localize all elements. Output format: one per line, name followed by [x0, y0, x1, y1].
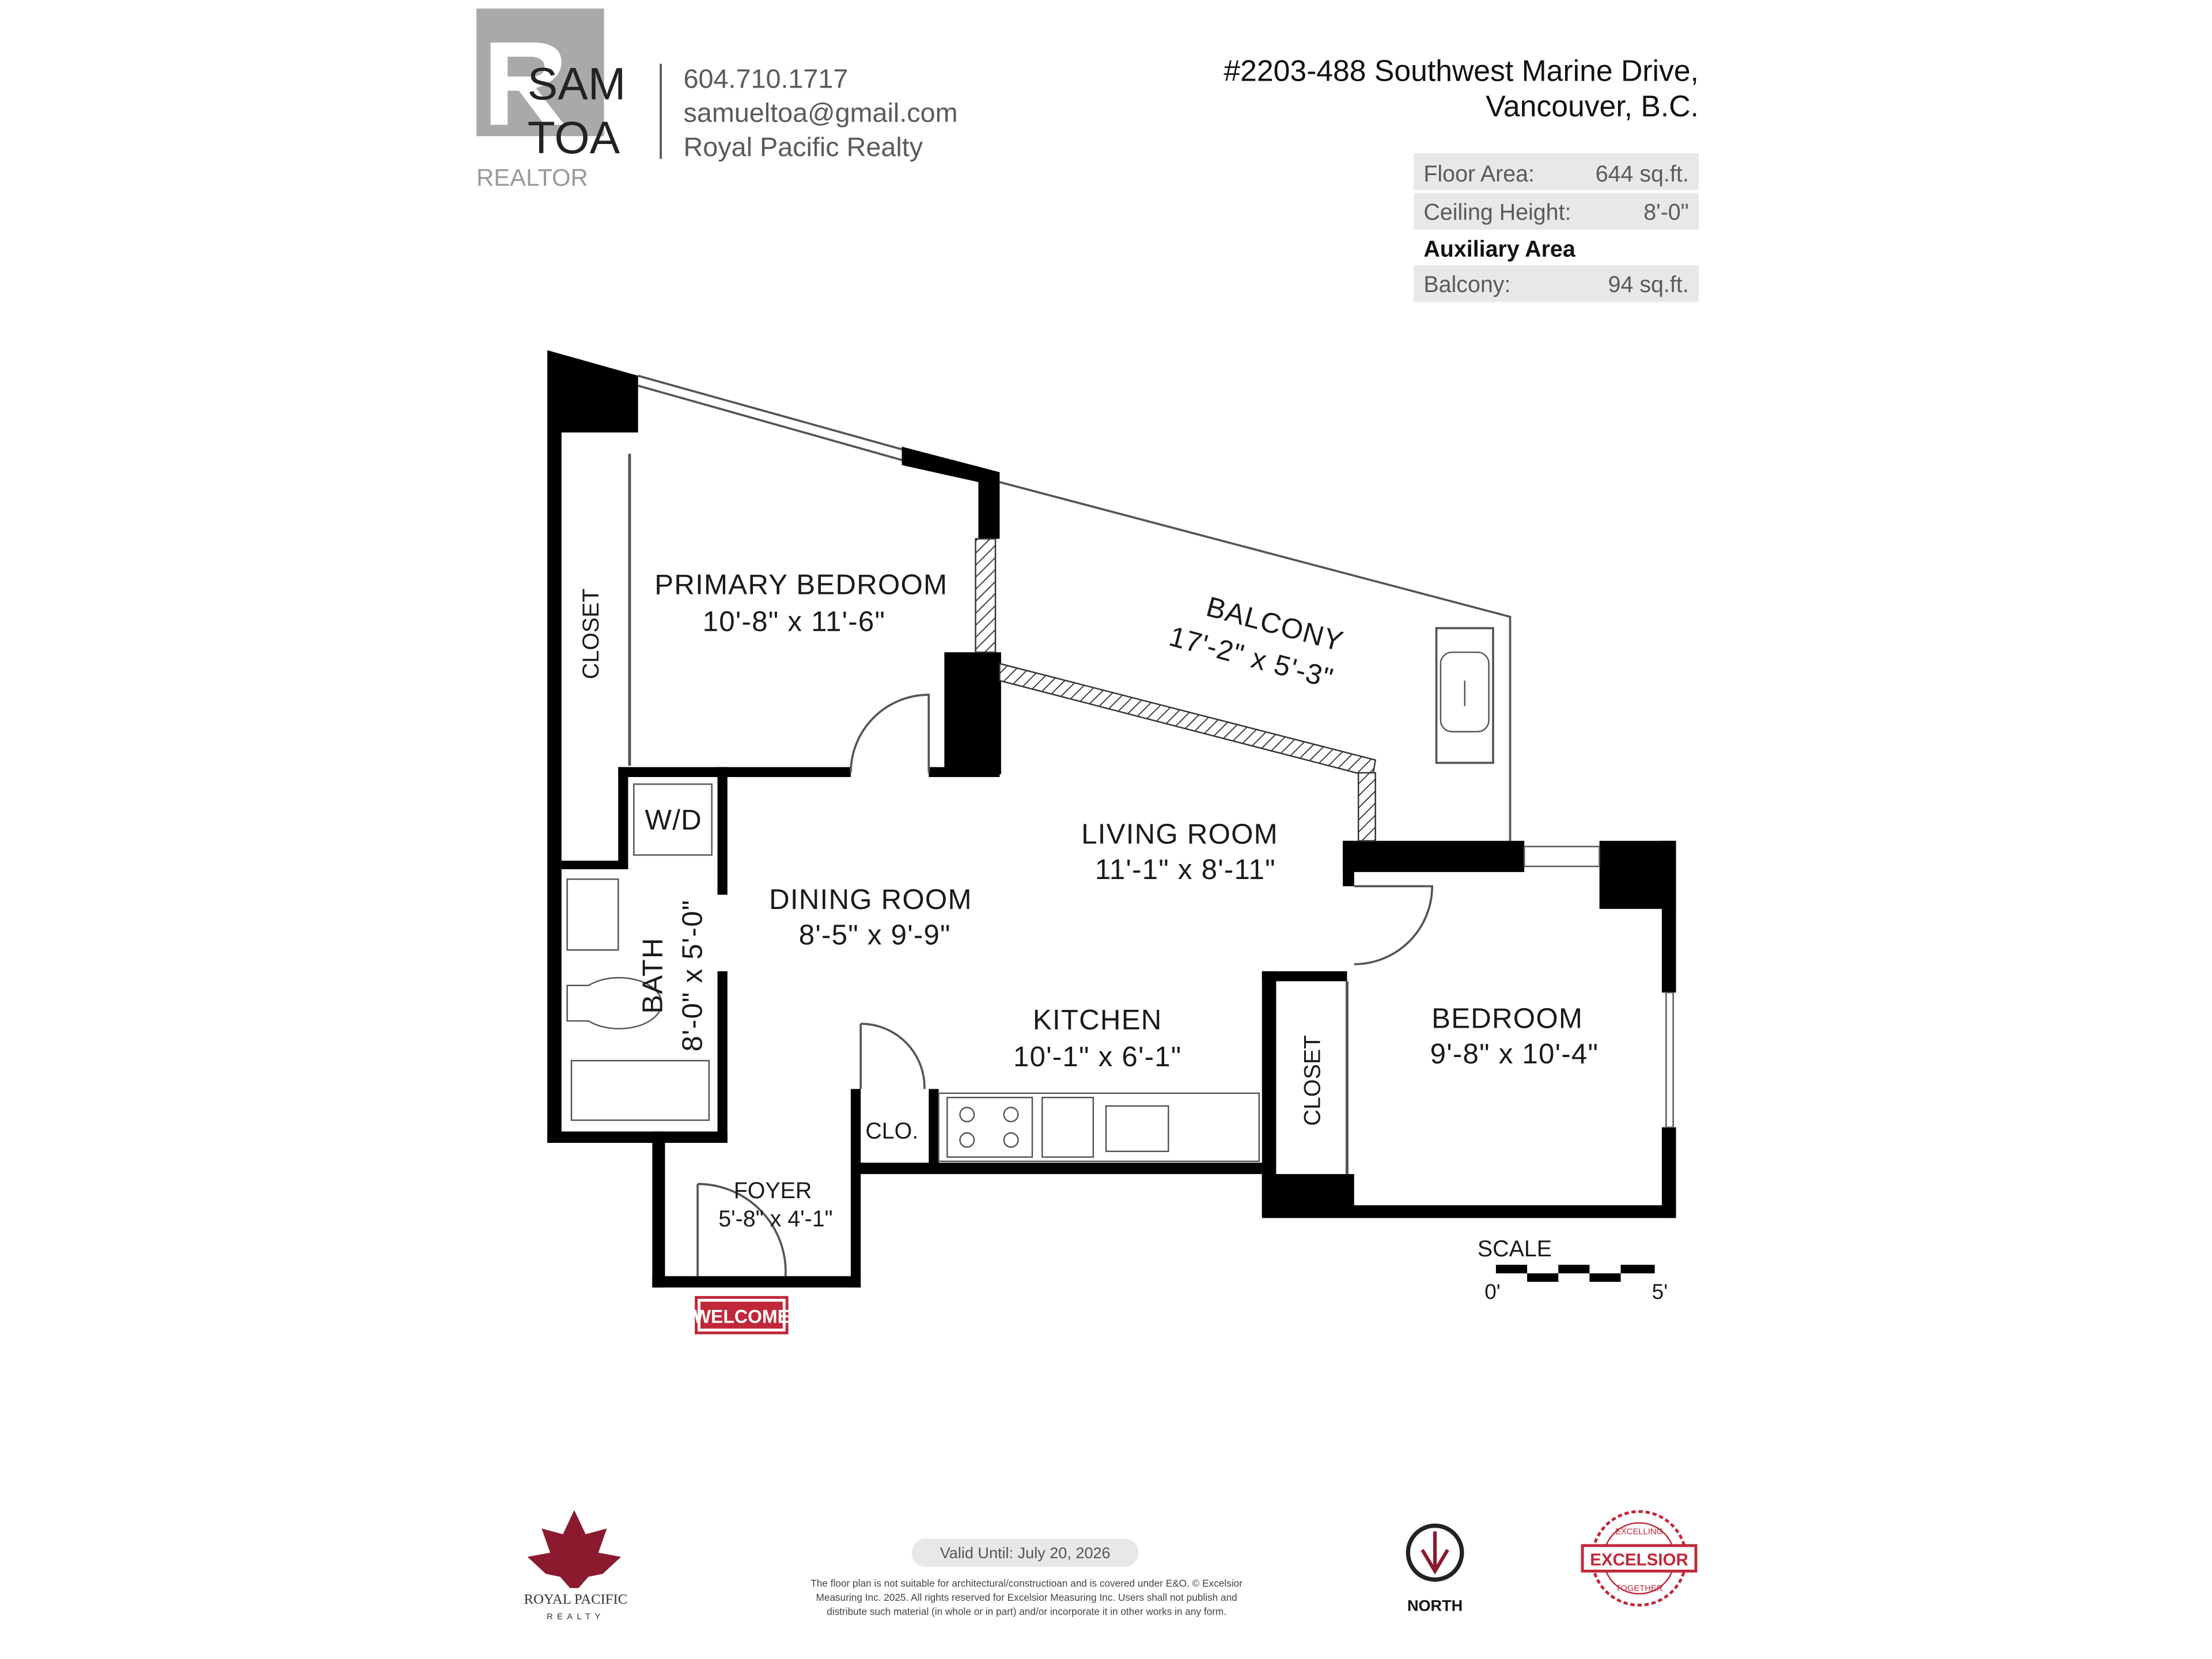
door-closet: [859, 1022, 926, 1089]
north-arrow-icon: NORTH: [1406, 1523, 1464, 1614]
balcony-area-value: 94 sq.ft.: [1608, 272, 1689, 297]
address-line2: Vancouver, B.C.: [1486, 89, 1699, 123]
agent-phone[interactable]: 604.710.1717: [683, 64, 848, 94]
room-name-bedroom: BEDROOM: [1431, 1003, 1583, 1035]
kitchen-sink-icon: [1105, 1105, 1169, 1152]
svg-text:TOGETHER: TOGETHER: [1616, 1584, 1663, 1593]
floor-plan: PRIMARY BEDROOM 10'-8" x 11'-6" BALCONY …: [547, 350, 1676, 1335]
room-name-primary-bedroom: PRIMARY BEDROOM: [654, 569, 948, 600]
sink-icon: [566, 878, 619, 951]
room-dims-bath: 8'-0" x 5'-0": [676, 900, 708, 1052]
agent-logo: SAM TOA REALTOR: [476, 8, 626, 191]
svg-text:Measuring Inc. 2025. All right: Measuring Inc. 2025. All rights reserved…: [816, 1592, 1237, 1603]
disclaimer: The floor plan is not suitable for archi…: [810, 1577, 1243, 1617]
svg-text:SCALE: SCALE: [1478, 1236, 1552, 1262]
label-closet-bedroom: CLOSET: [1300, 1035, 1325, 1126]
room-name-dining-room: DINING ROOM: [769, 884, 972, 915]
svg-text:The floor plan is not suitable: The floor plan is not suitable for archi…: [810, 1577, 1243, 1589]
stove-icon: [946, 1097, 1033, 1158]
room-dims-dining-room: 8'-5" x 9'-9": [799, 919, 951, 950]
agent-name-line2: TOA: [528, 112, 620, 163]
door-entry: [696, 1183, 787, 1277]
svg-text:ROYAL PACIFIC: ROYAL PACIFIC: [524, 1592, 627, 1607]
room-name-kitchen: KITCHEN: [1033, 1004, 1162, 1036]
agent-brokerage: Royal Pacific Realty: [683, 132, 923, 162]
area-table: Floor Area: 644 sq.ft. Ceiling Height: 8…: [1414, 153, 1699, 302]
svg-text:REALTY: REALTY: [547, 1612, 605, 1622]
valid-until-badge: [911, 1538, 1139, 1567]
address-line1: #2203-488 Southwest Marine Drive,: [1224, 54, 1699, 87]
svg-text:EXCELSIOR: EXCELSIOR: [1590, 1551, 1688, 1570]
ceiling-height-value: 8'-0": [1643, 200, 1688, 225]
excelsior-stamp: EXCELSIOR EXCELLING TOGETHER: [1581, 1510, 1698, 1607]
royal-pacific-logo: ROYAL PACIFIC REALTY: [524, 1510, 627, 1622]
window-primary: [638, 374, 908, 452]
auxiliary-area-heading: Auxiliary Area: [1423, 237, 1575, 262]
kitchen-counter: [938, 1092, 1260, 1162]
door-primary-bedroom: [850, 694, 930, 773]
scale-bar: SCALE 0' 5': [1478, 1236, 1668, 1304]
room-name-foyer: FOYER: [734, 1178, 812, 1203]
svg-text:WELCOME: WELCOME: [694, 1306, 790, 1327]
room-dims-living-room: 11'-1" x 8'-11": [1095, 854, 1276, 885]
welcome-mat: WELCOME: [694, 1296, 790, 1335]
room-dims-primary-bedroom: 10'-8" x 11'-6": [703, 605, 886, 637]
svg-text:EXCELLING: EXCELLING: [1615, 1527, 1663, 1536]
room-name-living-room: LIVING ROOM: [1081, 819, 1278, 850]
svg-text:0': 0': [1484, 1280, 1501, 1304]
room-name-bath: BATH: [637, 937, 669, 1014]
floor-area-label: Floor Area:: [1423, 161, 1535, 187]
room-dims-kitchen: 10'-1" x 6'-1": [1013, 1041, 1182, 1073]
agent-email[interactable]: samueltoa@gmail.com: [683, 98, 957, 128]
north-label: NORTH: [1407, 1596, 1463, 1614]
door-bedroom: [1354, 885, 1434, 965]
valid-until-text: Valid Until: July 20, 2026: [940, 1544, 1111, 1562]
room-dims-foyer: 5'-8" x 4'-1": [718, 1206, 832, 1232]
label-washer-dryer: W/D: [645, 804, 702, 836]
floor-area-value: 644 sq.ft.: [1596, 161, 1689, 187]
balcony-railing: [999, 481, 1512, 841]
svg-text:distribute such material (in w: distribute such material (in whole or in…: [827, 1606, 1226, 1618]
logo-r-mark: [490, 42, 565, 125]
label-closet-primary: CLOSET: [578, 589, 604, 680]
agent-designation: REALTOR: [476, 164, 588, 191]
label-closet-foyer: CLO.: [865, 1119, 918, 1144]
ceiling-height-label: Ceiling Height:: [1423, 200, 1571, 225]
balcony-area-label: Balcony:: [1423, 272, 1510, 297]
bbq-icon: [1435, 627, 1494, 764]
bathtub-icon: [570, 1060, 710, 1121]
dishwasher-icon: [1041, 1097, 1094, 1158]
agent-name-line1: SAM: [528, 58, 626, 109]
toilet-icon: [566, 977, 662, 1030]
svg-text:5': 5': [1652, 1280, 1668, 1304]
room-dims-bedroom: 9'-8" x 10'-4": [1430, 1038, 1599, 1070]
